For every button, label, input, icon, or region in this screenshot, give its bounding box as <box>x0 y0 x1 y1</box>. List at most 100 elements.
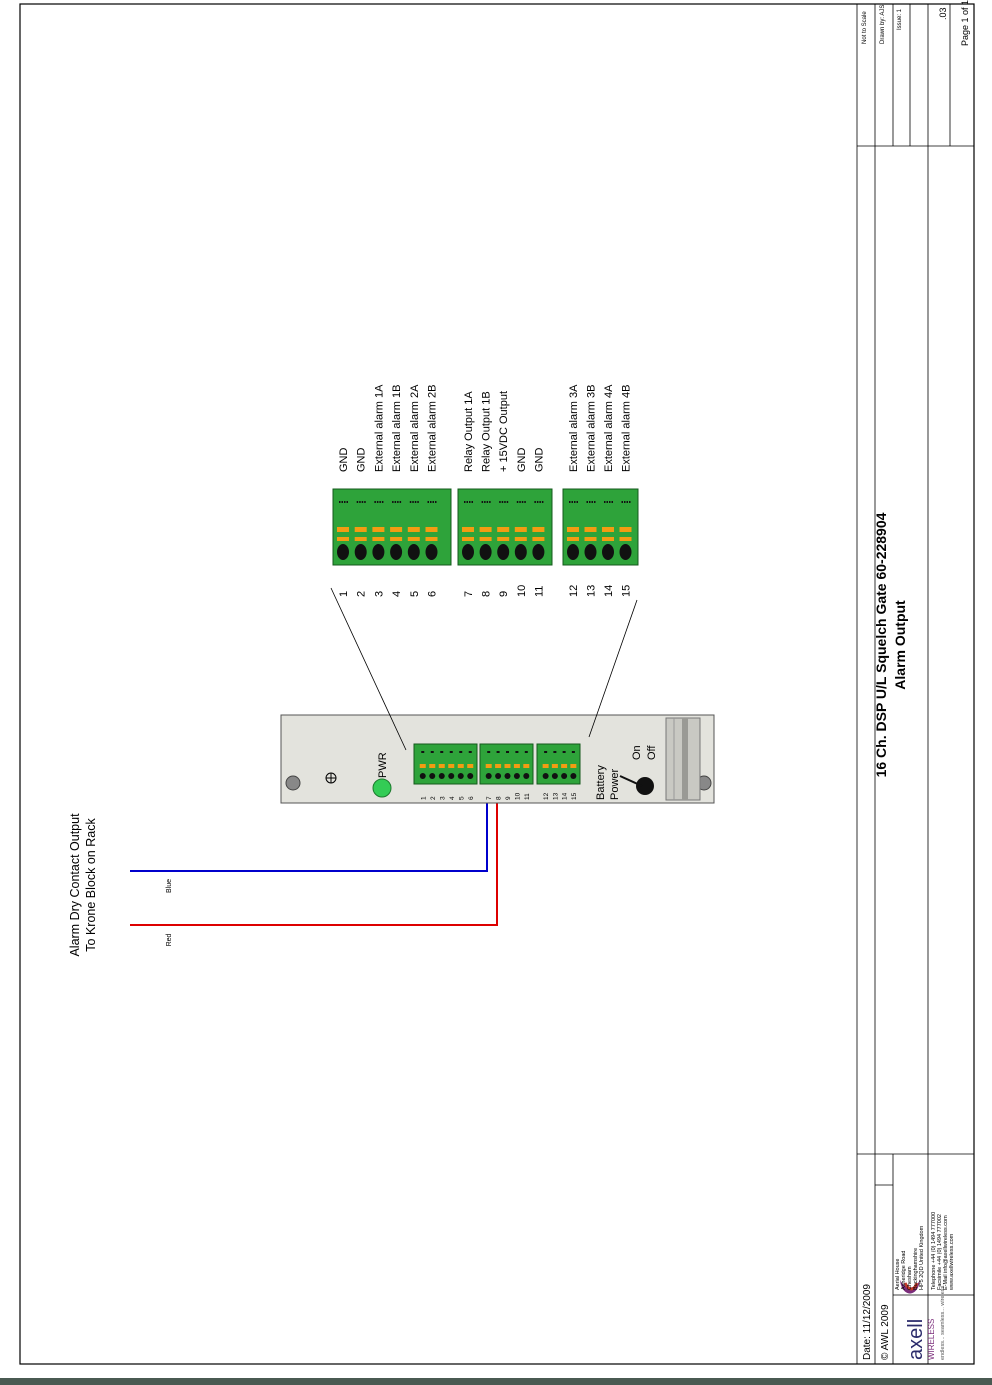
panel-pin-latch <box>523 764 530 768</box>
terminal-screw[interactable] <box>532 544 545 560</box>
terminal-screw[interactable] <box>584 544 597 560</box>
terminal-latch <box>337 527 349 532</box>
terminal-slot-mark <box>361 501 364 503</box>
scale-text: Not to Scale <box>862 11 868 44</box>
panel-pin-latch <box>448 764 455 768</box>
panel-pin-screw[interactable] <box>542 773 549 779</box>
panel-pin-screw[interactable] <box>457 773 464 779</box>
date-text: Date: 11/12/2009 <box>862 1284 873 1360</box>
terminal-slot-mark <box>594 501 596 503</box>
terminal-slot-mark <box>489 501 491 503</box>
wire-blue-label: Blue <box>166 879 173 893</box>
title-block <box>856 4 975 1364</box>
terminal-pin-label: External alarm 1B <box>391 385 403 472</box>
panel-pin-screw[interactable] <box>485 773 492 779</box>
panel-pin-slot <box>571 751 575 753</box>
panel-pin-screw[interactable] <box>467 773 474 779</box>
terminal-pin-label: GND <box>533 448 545 473</box>
address-line: Aerial House <box>895 1259 901 1291</box>
terminal-slot-mark <box>481 501 484 503</box>
terminal-screw[interactable] <box>337 544 349 560</box>
terminal-screw[interactable] <box>619 544 632 560</box>
panel-pin-latch <box>438 764 445 768</box>
panel-pin-number: 10 <box>514 792 521 800</box>
terminal-slot-mark <box>409 501 412 503</box>
terminal-latch <box>354 537 367 541</box>
panel-pin-screw[interactable] <box>429 773 436 779</box>
terminal-latch <box>584 527 597 532</box>
terminal-screw[interactable] <box>602 544 614 560</box>
terminal-slot-mark <box>574 501 576 503</box>
panel-pin-screw[interactable] <box>495 773 502 779</box>
logo-sub: WIRELESS <box>927 1319 936 1360</box>
terminal-latch <box>602 527 614 532</box>
terminal-screw[interactable] <box>372 544 385 560</box>
terminal-latch <box>602 537 614 541</box>
terminal-latch <box>372 527 385 532</box>
terminal-screw[interactable] <box>407 544 420 560</box>
terminal-screw[interactable] <box>390 544 403 560</box>
panel-pin-number: 15 <box>571 792 578 800</box>
terminal-latch <box>425 537 438 541</box>
terminal-slot-mark <box>591 501 593 503</box>
terminal-latch <box>532 537 545 541</box>
terminal-pin-label: GND <box>338 448 350 473</box>
terminal-latch <box>354 527 367 532</box>
drawing-title: 16 Ch. DSP U/L Squelch Gate 60-228904 <box>873 512 889 777</box>
terminal-latch <box>407 527 420 532</box>
panel-connectors <box>413 743 581 785</box>
terminal-screw[interactable] <box>497 544 510 560</box>
terminal-pin-label: Relay Output 1A <box>463 391 475 472</box>
terminal-slot-mark <box>364 501 366 503</box>
panel-pin-screw[interactable] <box>570 773 577 779</box>
terminal-slot-mark <box>435 501 437 503</box>
battery-power-switch[interactable] <box>636 777 654 795</box>
terminal-screw[interactable] <box>354 544 367 560</box>
wire-red-label: Red <box>166 933 173 946</box>
switch-lever <box>619 775 643 787</box>
panel-pin-latch <box>542 764 549 768</box>
panel-pin-slot <box>562 751 566 753</box>
panel-pin-screw[interactable] <box>419 773 426 779</box>
sheet-border <box>19 3 975 1365</box>
terminal-screw[interactable] <box>567 544 579 560</box>
terminal-slot-mark <box>392 501 394 503</box>
panel-pin-number: 14 <box>562 792 569 800</box>
terminal-pin-number: 7 <box>463 591 475 597</box>
panel-pin-screw[interactable] <box>438 773 445 779</box>
panel-pin-screw[interactable] <box>504 773 511 779</box>
terminal-pin-label: External alarm 4B <box>621 385 633 472</box>
terminal-slot-mark <box>464 501 466 503</box>
panel-pin-screw[interactable] <box>561 773 568 779</box>
terminal-latch <box>425 527 438 532</box>
logo-text: axell <box>905 1319 927 1360</box>
output-label-line1: Alarm Dry Contact Output <box>68 813 82 957</box>
power-label: Power <box>609 768 621 800</box>
terminal-pin-number: 2 <box>356 591 368 597</box>
terminal-slot-mark <box>541 501 544 503</box>
terminal-slot-mark <box>379 501 381 503</box>
terminal-slot-mark <box>381 501 384 503</box>
panel-pin-screw[interactable] <box>448 773 455 779</box>
terminal-latch <box>390 537 403 541</box>
panel-pin-slot <box>440 751 444 753</box>
panel-pin-slot <box>430 751 434 753</box>
terminal-screw[interactable] <box>425 544 438 560</box>
panel-pin-screw[interactable] <box>513 773 520 779</box>
terminal-pin-label: GND <box>516 448 528 473</box>
terminal-pin-number: 4 <box>391 591 403 597</box>
panel-pin-screw[interactable] <box>551 773 558 779</box>
panel-pin-slot <box>487 751 491 753</box>
terminal-screw[interactable] <box>514 544 527 560</box>
panel-pin-number: 9 <box>505 796 512 800</box>
panel-pin-screw[interactable] <box>523 773 530 779</box>
terminal-slot-mark <box>629 501 631 503</box>
mounting-screw <box>285 775 301 791</box>
panel-pin-latch <box>485 764 492 768</box>
module-handle[interactable] <box>665 717 701 801</box>
terminal-screw[interactable] <box>479 544 492 560</box>
terminal-screw[interactable] <box>462 544 474 560</box>
